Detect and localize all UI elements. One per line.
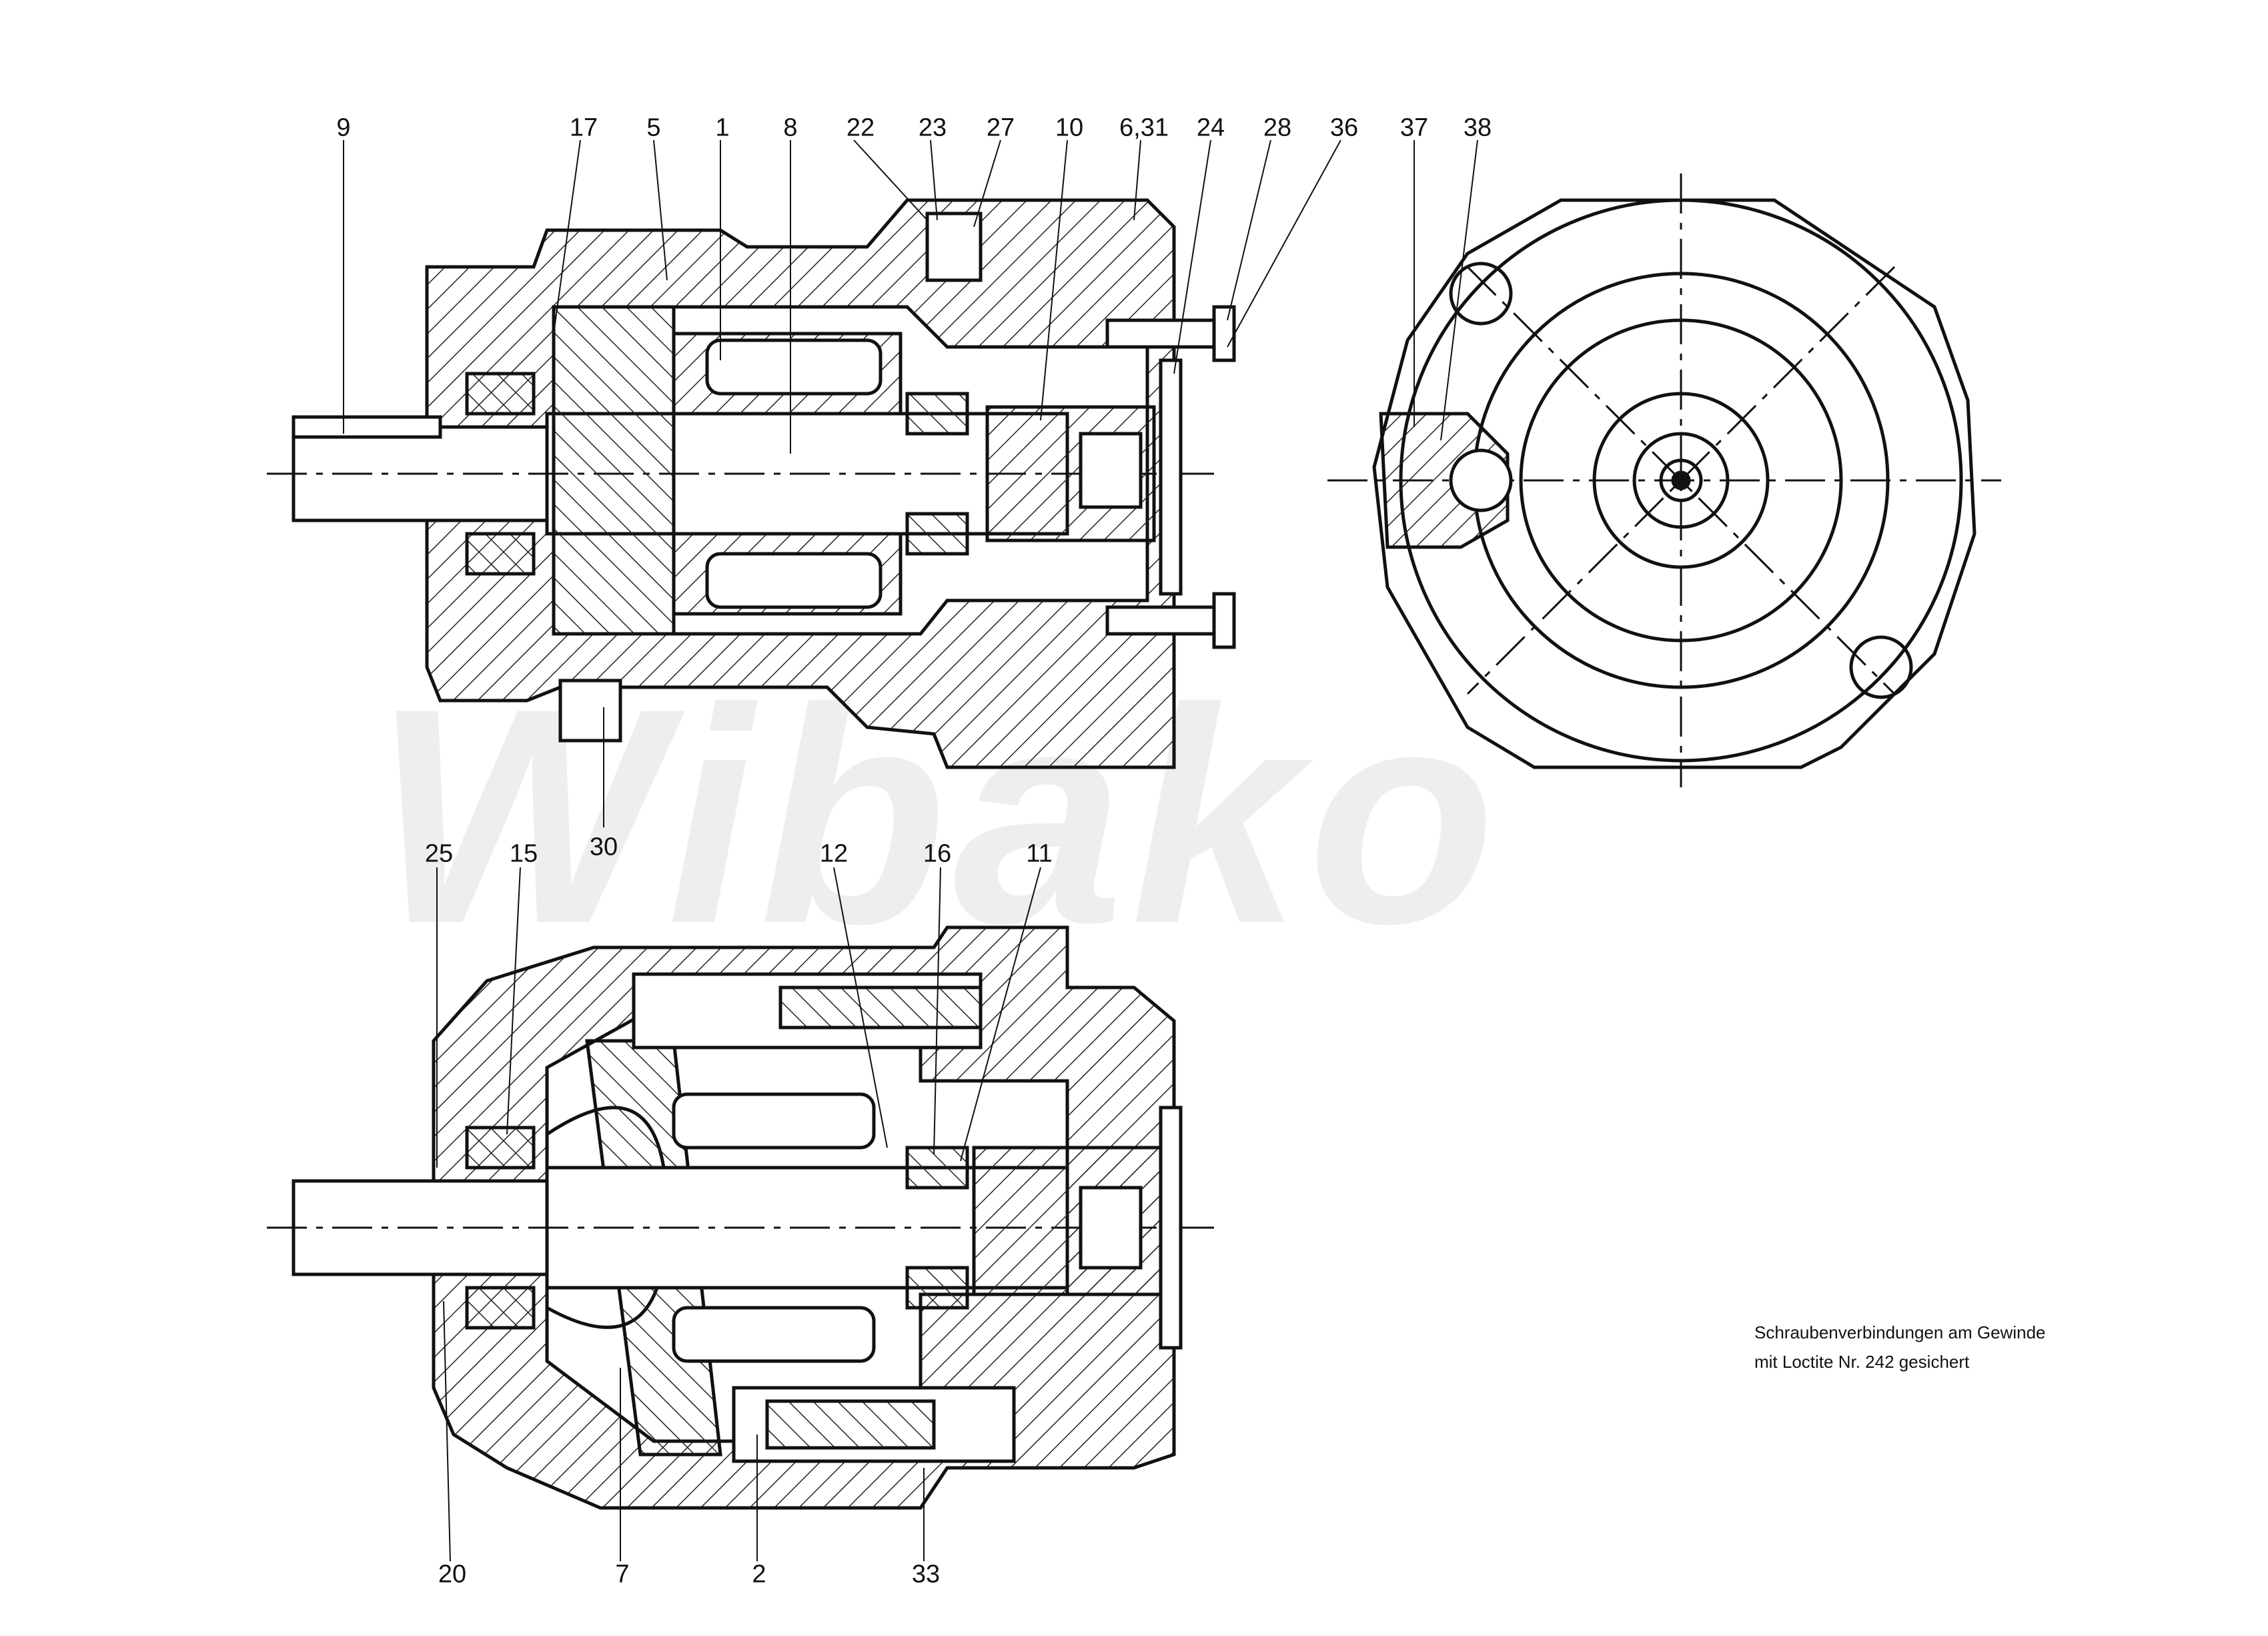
top-bearing-right-lower [905, 512, 969, 556]
part-label-33: 33 [911, 1560, 941, 1589]
part-label-36: 36 [1329, 113, 1359, 142]
top-bearing-right-upper [905, 392, 969, 436]
part-label-23: 23 [918, 113, 947, 142]
bottom-bearing-left-lower [465, 1286, 536, 1330]
part-label-16: 16 [923, 839, 952, 868]
end-view-valve-block [1379, 412, 1510, 549]
top-plug-27 [925, 212, 983, 282]
part-label-11: 11 [1026, 839, 1053, 868]
assembly-note: Schraubenverbindungen am Gewinde mit Loc… [1754, 1318, 2046, 1376]
top-bearing-left-lower [465, 532, 536, 576]
end-view-housing [1372, 198, 1976, 769]
part-label-15: 15 [509, 839, 538, 868]
part-label-6-31: 6,31 [1119, 113, 1169, 142]
part-label-37: 37 [1399, 113, 1429, 142]
top-bearing-left-upper [465, 372, 536, 416]
part-label-17: 17 [569, 113, 598, 142]
part-label-10: 10 [1055, 113, 1084, 142]
part-label-25: 25 [424, 839, 454, 868]
top-section-view [267, 198, 1236, 769]
top-cylinder-block [552, 305, 676, 636]
bottom-section-view [267, 925, 1214, 1510]
part-label-2: 2 [752, 1560, 766, 1589]
part-label-9: 9 [336, 113, 351, 142]
bottom-piston-lower [672, 1306, 876, 1363]
assembly-note-line2: mit Loctite Nr. 242 gesichert [1754, 1352, 1970, 1372]
part-label-28: 28 [1263, 113, 1292, 142]
part-label-12: 12 [819, 839, 848, 868]
bottom-piston-upper [672, 1092, 876, 1150]
bottom-bearing-right-upper [905, 1146, 969, 1190]
leader-lines [343, 139, 1478, 1562]
part-label-38: 38 [1463, 113, 1492, 142]
bottom-bearing-left-upper [465, 1126, 536, 1170]
part-label-22: 22 [846, 113, 875, 142]
end-view-bolt-hole-tl [1449, 262, 1513, 326]
part-label-20: 20 [438, 1560, 467, 1589]
end-view [1327, 173, 2001, 787]
bottom-bearing-right-lower [905, 1266, 969, 1310]
part-label-1: 1 [715, 113, 730, 142]
part-label-30: 30 [589, 833, 618, 861]
part-label-27: 27 [986, 113, 1015, 142]
part-label-8: 8 [783, 113, 798, 142]
part-label-7: 7 [615, 1560, 630, 1589]
top-piston-lower [705, 552, 883, 609]
part-label-24: 24 [1196, 113, 1225, 142]
end-view-bolt-hole-br [1849, 635, 1913, 699]
top-bolt-upper [1105, 318, 1223, 349]
top-bolt-lower [1105, 605, 1223, 636]
part-label-5: 5 [646, 113, 661, 142]
top-plug-30 [558, 679, 622, 743]
assembly-note-line1: Schraubenverbindungen am Gewinde [1754, 1322, 2046, 1342]
top-piston-upper [705, 338, 883, 396]
